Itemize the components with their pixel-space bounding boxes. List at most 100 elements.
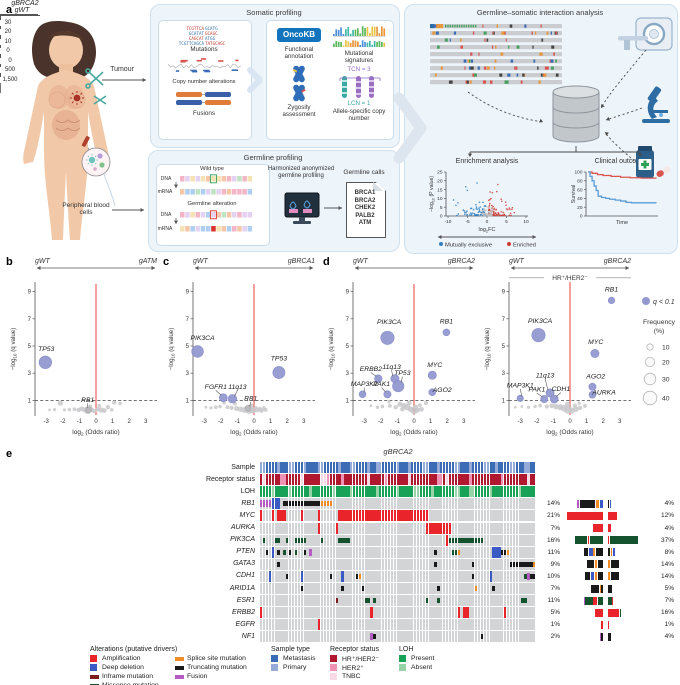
- oncoprint-cell: [474, 558, 478, 570]
- oncoprint-cell: [332, 498, 335, 510]
- oncoprint-cell: [408, 619, 411, 631]
- oncoprint-cell: [350, 583, 353, 594]
- oncoprint-cell: [501, 583, 504, 594]
- oncoprint-cell: [355, 510, 359, 522]
- oncoprint-cell: [474, 607, 478, 619]
- oncoprint-cell: [329, 607, 333, 619]
- oncoprint-cell: [280, 583, 283, 594]
- oncoprint-cell: [393, 558, 396, 570]
- oncoprint-cell: [260, 546, 263, 558]
- bar-tick: [0, 25, 1, 29]
- oncoprint-cell: [260, 570, 263, 582]
- oncoprint-row-label: RB1: [241, 499, 255, 507]
- oncoprint-mutation: [506, 549, 510, 555]
- oncoprint-mutation: [437, 586, 440, 591]
- oncoprint-cell: [506, 631, 510, 643]
- oncoprint-cell: [434, 583, 437, 594]
- oncoprint-mutation: [294, 549, 298, 555]
- oncoprint-mutation: [454, 537, 457, 543]
- legend-item-label: Truncating mutation: [187, 664, 247, 671]
- oncoprint-cell: [352, 474, 356, 486]
- oncoprint-cell: [355, 534, 359, 546]
- oncoprint-cell: [315, 546, 318, 558]
- oncoprint-cell: [306, 534, 309, 546]
- oncoprint-cell: [457, 474, 460, 486]
- oncoprint-cell: [463, 570, 466, 582]
- oncoprint-cell: [347, 546, 350, 558]
- oncoprint-cell: [437, 462, 440, 473]
- oncoprint-cell: [318, 631, 321, 643]
- oncoprint-cell: [268, 546, 272, 558]
- oncoprint-cell: [431, 474, 434, 486]
- oncoprint-cell: [527, 510, 530, 522]
- oncoprint-cell: [326, 486, 330, 498]
- oncoprint-cell: [393, 510, 396, 522]
- oncoprint-cell: [428, 607, 431, 619]
- oncoprint-cell: [344, 546, 347, 558]
- oncoprint-cell: [492, 546, 495, 558]
- oncoprint-cell: [350, 546, 353, 558]
- oncoprint-cell: [379, 474, 382, 486]
- bar-gwt-seg: [609, 536, 638, 545]
- oncoprint-cell: [265, 558, 269, 570]
- oncoprint-cell: [437, 534, 440, 546]
- oncoprint-cell: [361, 498, 365, 510]
- oncoprint-cell: [443, 546, 446, 558]
- oncoprint-mutation: [518, 561, 521, 567]
- oncoprint-cell: [477, 498, 481, 510]
- oncoprint-cell: [509, 462, 513, 473]
- oncoprint-cell: [289, 583, 292, 594]
- oncoprint-cell: [509, 522, 513, 534]
- oncoprint-cell: [265, 474, 269, 486]
- oncoprint-mutation: [521, 561, 524, 567]
- oncoprint-cell: [355, 474, 359, 486]
- oncoprint-cell: [390, 607, 394, 619]
- oncoprint-cell: [326, 558, 330, 570]
- oncoprint-mutation: [524, 561, 527, 567]
- oncoprint-cell: [419, 486, 423, 498]
- oncoprint-cell: [521, 558, 524, 570]
- oncoprint-mutation: [338, 537, 341, 543]
- oncoprint-cell: [376, 546, 379, 558]
- oncoprint-cell: [300, 631, 304, 643]
- oncoprint-cell: [274, 570, 277, 582]
- oncoprint-cell: [486, 486, 489, 498]
- freq-gbrca2: 21%: [546, 512, 560, 520]
- oncoprint-cell: [448, 474, 452, 486]
- oncoprint-cell: [399, 546, 402, 558]
- oncoprint-cell: [355, 498, 359, 510]
- freq-gwt: 1%: [664, 621, 674, 629]
- oncoprint-cell: [370, 510, 373, 522]
- oncoprint-cell: [422, 558, 426, 570]
- oncoprint-mutation: [457, 537, 460, 543]
- oncoprint-cell: [518, 546, 521, 558]
- oncoprint-cell: [512, 546, 516, 558]
- oncoprint-mutation: [344, 537, 347, 543]
- bar-gwt-seg: [608, 524, 611, 532]
- oncoprint-cell: [271, 534, 274, 546]
- bar-gwt-seg: [608, 596, 612, 605]
- oncoprint-cell: [521, 522, 524, 534]
- oncoprint-cell: [268, 631, 272, 643]
- oncoprint-cell: [361, 607, 365, 619]
- oncoprint-cell: [332, 474, 335, 486]
- bar-axis-right: [0, 15, 40, 16]
- oncoprint-cell: [504, 498, 507, 510]
- oncoprint-cell: [323, 498, 327, 510]
- oncoprint-cell: [262, 558, 266, 570]
- oncoprint-cell: [387, 607, 391, 619]
- oncoprint-cell: [477, 570, 481, 582]
- oncoprint-cell: [428, 570, 431, 582]
- oncoprint-cell: [515, 498, 518, 510]
- oncoprint-cell: [405, 558, 408, 570]
- oncoprint-cell: [344, 619, 347, 631]
- bar-tick-label: 500: [4, 67, 15, 73]
- oncoprint-mutation: [472, 561, 475, 567]
- oncoprint-cell: [312, 546, 315, 558]
- oncoprint-cell: [419, 546, 423, 558]
- oncoprint-cell: [341, 546, 344, 558]
- oncoprint-cell: [376, 558, 379, 570]
- oncoprint-cell: [504, 462, 507, 473]
- medicine-icon: [636, 146, 671, 178]
- oncoprint-cell: [408, 474, 411, 486]
